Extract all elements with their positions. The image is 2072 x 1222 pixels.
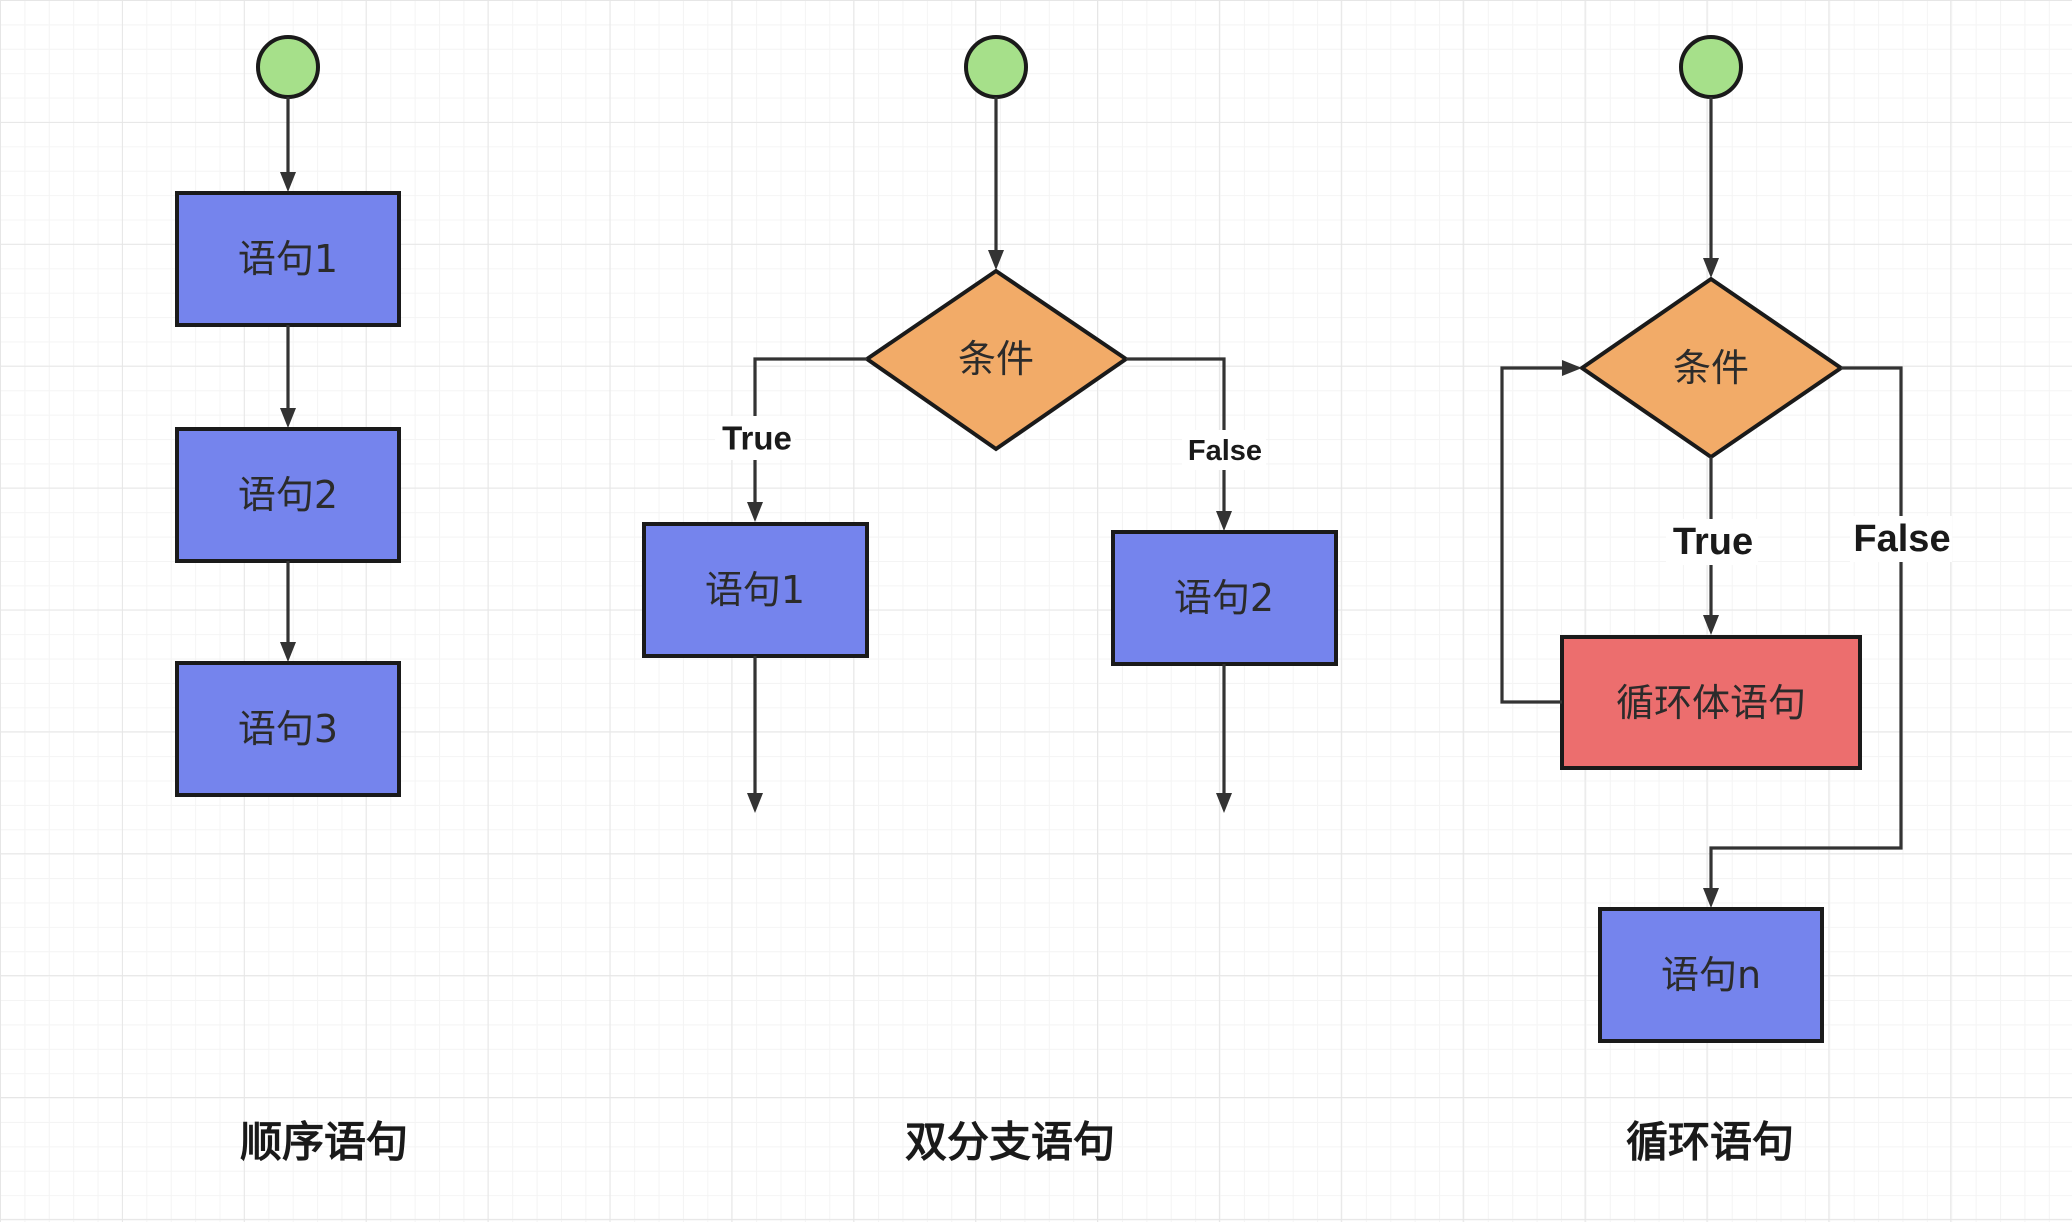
loop-edge-back	[1500, 366, 1562, 704]
sequence-caption: 顺序语句	[240, 1118, 408, 1167]
branch-caption: 双分支语句	[905, 1118, 1115, 1167]
branch-arrowhead	[747, 793, 763, 813]
loop-true-label-bg	[1666, 519, 1758, 565]
sequence-stmt2-text: 语句2	[238, 473, 338, 517]
loop-edge-false	[1709, 366, 1903, 888]
branch-arrowhead	[1216, 511, 1232, 531]
branch-stmt1-text: 语句1	[705, 568, 805, 612]
loop-condition-text: 条件	[1673, 346, 1749, 390]
loop-false-label-bg	[1850, 516, 1952, 562]
branch-stmt1-node	[642, 522, 869, 658]
branch-arrowhead	[747, 502, 763, 522]
loop-stmt-n-node	[1598, 907, 1824, 1043]
sequence-stmt3-text: 语句3	[238, 707, 338, 751]
loop-stmt-n-text: 语句n	[1661, 953, 1761, 997]
loop-flowchart: 条件 True 循环体语句 False 语句n 循环语句	[1500, 35, 1952, 1167]
branch-flowchart: 条件 True 语句1 False 语句2 双分支语句	[642, 35, 1338, 1167]
loop-false-label: False	[1853, 518, 1950, 560]
sequence-arrowhead	[280, 172, 296, 192]
sequence-arrowhead	[280, 408, 296, 428]
sequence-start-node	[256, 35, 320, 99]
sequence-stmt1-text: 语句1	[238, 237, 338, 281]
sequence-stmt2-node	[175, 427, 401, 563]
loop-start-node	[1679, 35, 1743, 99]
loop-arrowhead	[1703, 615, 1719, 635]
loop-arrowhead	[1562, 360, 1582, 376]
loop-caption: 循环语句	[1626, 1118, 1794, 1167]
branch-arrowhead	[1216, 793, 1232, 813]
loop-body-text: 循环体语句	[1616, 681, 1806, 725]
sequence-stmt3-node	[175, 661, 401, 797]
branch-condition-text: 条件	[958, 337, 1034, 381]
branch-stmt2-text: 语句2	[1174, 576, 1274, 620]
branch-false-label: False	[1188, 435, 1262, 467]
branch-true-label-bg	[715, 416, 795, 460]
branch-start-node	[964, 35, 1028, 99]
sequence-arrowhead	[280, 642, 296, 662]
branch-condition-node	[863, 268, 1130, 452]
loop-arrowhead	[1703, 888, 1719, 908]
sequence-flowchart: 语句1 语句2 语句3 顺序语句	[175, 35, 408, 1167]
branch-false-label-bg	[1182, 430, 1266, 470]
loop-body-node	[1560, 635, 1862, 770]
branch-arrowhead	[988, 250, 1004, 270]
loop-true-label: True	[1673, 521, 1753, 563]
loop-arrowhead	[1703, 258, 1719, 278]
branch-true-label: True	[722, 420, 792, 457]
